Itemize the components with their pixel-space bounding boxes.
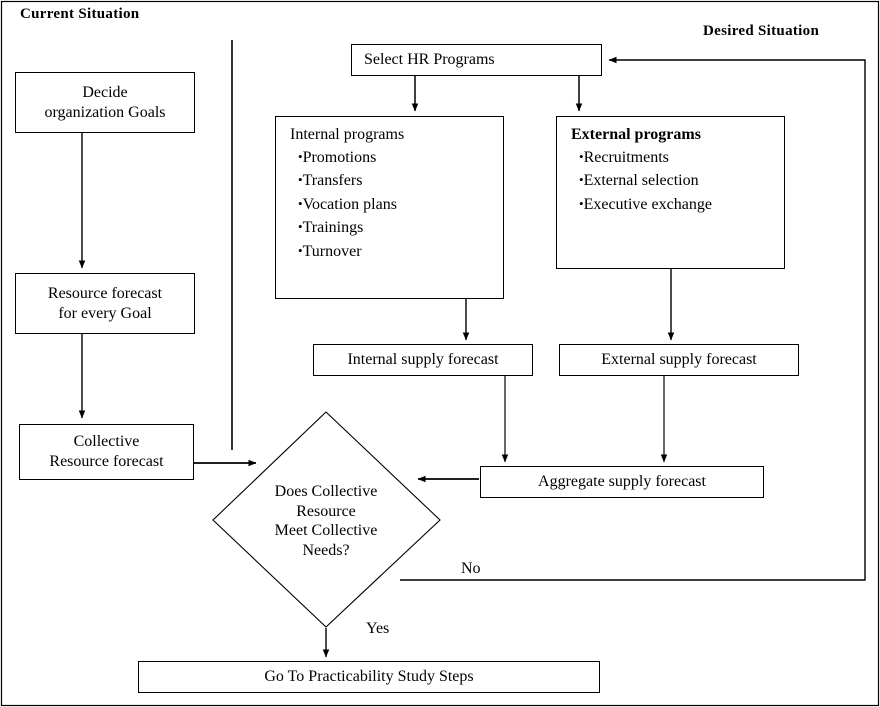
node-internal-supply-forecast[interactable]: Internal supply forecast bbox=[313, 344, 533, 376]
bullet-icon: • bbox=[298, 195, 303, 211]
internal-programs-title: Internal programs bbox=[290, 126, 405, 143]
external-programs-item: •Recruitments bbox=[571, 148, 784, 168]
bullet-icon: • bbox=[298, 242, 303, 258]
header-desired-situation: Desired Situation bbox=[703, 23, 820, 39]
bullet-icon: • bbox=[579, 195, 584, 211]
external-programs-item-label: External selection bbox=[583, 172, 699, 190]
edge-label-yes: Yes bbox=[366, 620, 390, 637]
external-programs-item-label: Recruitments bbox=[583, 149, 669, 166]
internal-programs-item: •Trainings bbox=[290, 218, 503, 238]
node-go-to-practicability-study[interactable]: Go To Practicability Study Steps bbox=[138, 661, 600, 693]
internal-programs-item-label: Transfers bbox=[302, 172, 363, 190]
node-practicability-label: Go To Practicability Study Steps bbox=[264, 668, 474, 686]
external-programs-title: External programs bbox=[571, 126, 701, 143]
node-select-hr-label: Select HR Programs bbox=[364, 51, 495, 69]
bullet-icon: • bbox=[298, 172, 303, 188]
decision-line-1: Does Collective bbox=[274, 483, 378, 500]
node-internal-programs[interactable]: Internal programs •Promotions •Transfers… bbox=[275, 116, 504, 299]
external-programs-item: •External selection bbox=[571, 171, 784, 191]
bullet-icon: • bbox=[298, 219, 303, 235]
node-decide-line-1: Decide bbox=[82, 83, 128, 101]
node-decision-label: Does Collective Resource Meet Collective… bbox=[226, 482, 426, 560]
internal-programs-item-label: Vocation plans bbox=[302, 195, 397, 213]
node-collective-line-1: Collective bbox=[73, 433, 140, 451]
internal-programs-item-label: Promotions bbox=[302, 149, 377, 166]
node-aggregate-supply-label: Aggregate supply forecast bbox=[538, 473, 706, 491]
bullet-icon: • bbox=[579, 149, 584, 164]
external-programs-item: •Executive exchange bbox=[571, 195, 784, 215]
internal-programs-item: •Promotions bbox=[290, 148, 503, 168]
node-resource-line-2: for every Goal bbox=[58, 304, 152, 322]
decision-line-3: Meet Collective bbox=[274, 522, 378, 540]
node-collective-resource-forecast[interactable]: Collective Resource forecast bbox=[19, 424, 194, 480]
node-decide-organization-goals[interactable]: Decide organization Goals bbox=[15, 72, 195, 133]
node-external-supply-label: External supply forecast bbox=[601, 351, 757, 369]
decision-line-4: Needs? bbox=[302, 541, 350, 559]
node-internal-supply-label: Internal supply forecast bbox=[347, 351, 499, 369]
external-programs-item-label: Executive exchange bbox=[583, 195, 712, 213]
node-resource-line-1: Resource forecast bbox=[47, 284, 163, 302]
node-external-programs[interactable]: External programs •Recruitments •Externa… bbox=[556, 116, 785, 269]
internal-programs-item: •Transfers bbox=[290, 171, 503, 191]
node-resource-forecast[interactable]: Resource forecast for every Goal bbox=[15, 273, 195, 334]
node-decision-diamond[interactable] bbox=[212, 411, 441, 628]
node-select-hr-programs[interactable]: Select HR Programs bbox=[351, 44, 602, 76]
internal-programs-item-label: Trainings bbox=[302, 219, 364, 237]
decision-line-2: Resource bbox=[296, 502, 356, 520]
internal-programs-item: •Vocation plans bbox=[290, 195, 503, 215]
header-current-situation: Current Situation bbox=[20, 6, 140, 22]
edge-decision-no-feedback bbox=[400, 56, 866, 581]
internal-programs-item-label: Turnover bbox=[302, 242, 362, 260]
bullet-icon: • bbox=[579, 172, 584, 188]
internal-programs-item: •Turnover bbox=[290, 242, 503, 262]
edge-label-no: No bbox=[461, 560, 481, 577]
node-decide-line-2: organization Goals bbox=[44, 103, 166, 121]
node-collective-line-2: Resource forecast bbox=[49, 453, 164, 470]
node-aggregate-supply-forecast[interactable]: Aggregate supply forecast bbox=[480, 466, 764, 498]
bullet-icon: • bbox=[298, 149, 303, 164]
node-external-supply-forecast[interactable]: External supply forecast bbox=[559, 344, 799, 376]
